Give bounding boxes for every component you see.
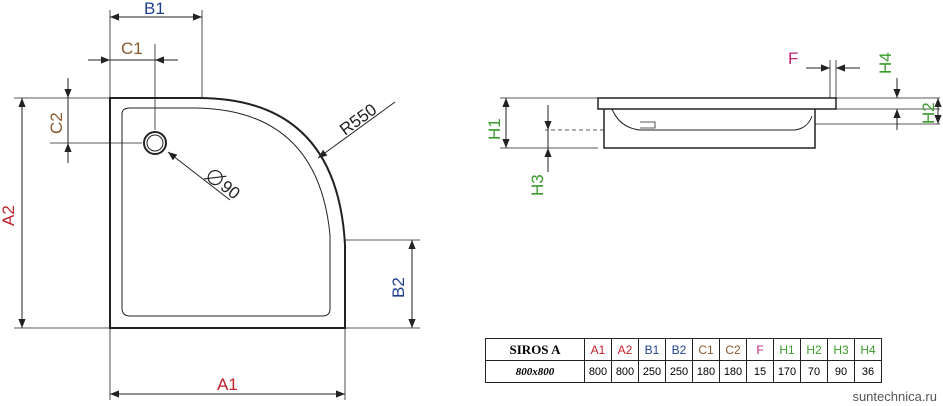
table-value-row: 800x800 800 800 250 250 180 180 15 170 7…: [485, 360, 882, 383]
tray-plan-view: [14, 10, 420, 400]
label-h1: H1: [485, 118, 504, 140]
watermark: suntechnica.ru: [852, 389, 937, 404]
label-a1: A1: [217, 375, 238, 394]
dim-radius-leader: [317, 101, 396, 159]
value-h4: 36: [854, 360, 882, 383]
label-c1: C1: [121, 39, 143, 58]
label-b2: B2: [389, 277, 408, 298]
label-h4: H4: [876, 52, 895, 74]
value-a2: 800: [611, 360, 639, 383]
header-c1: C1: [692, 338, 720, 361]
header-a1: A1: [584, 338, 612, 361]
value-h2: 70: [800, 360, 828, 383]
model-size: 800x800: [485, 360, 585, 383]
value-h3: 90: [827, 360, 855, 383]
tray-inner-basin: [121, 107, 331, 317]
value-b1: 250: [638, 360, 666, 383]
header-h3: H3: [827, 338, 855, 361]
header-h4: H4: [854, 338, 882, 361]
tray-body: [603, 109, 816, 149]
label-b1: B1: [144, 0, 165, 18]
header-a2: A2: [611, 338, 639, 361]
dim-diameter-leader: [167, 151, 231, 201]
header-b1: B1: [638, 338, 666, 361]
table-header-row: SIROS A A1 A2 B1 B2 C1 C2 F H1 H2 H3 H4: [485, 338, 882, 361]
value-b2: 250: [665, 360, 693, 383]
value-h1: 170: [773, 360, 801, 383]
drain-hole: [143, 131, 167, 155]
label-f: F: [788, 49, 798, 68]
value-f: 15: [746, 360, 774, 383]
header-h2: H2: [800, 338, 828, 361]
value-a1: 800: [584, 360, 612, 383]
header-c2: C2: [719, 338, 747, 361]
label-h2: H2: [919, 102, 938, 124]
header-f: F: [746, 338, 774, 361]
header-b2: B2: [665, 338, 693, 361]
model-name: SIROS A: [485, 338, 585, 361]
label-diameter: 90: [203, 169, 244, 203]
value-c2: 180: [719, 360, 747, 383]
value-c1: 180: [692, 360, 720, 383]
label-c2: C2: [47, 112, 66, 134]
header-h1: H1: [773, 338, 801, 361]
diameter-symbol-icon: [207, 169, 223, 186]
label-radius: R550: [336, 100, 380, 139]
label-h3: H3: [528, 174, 547, 196]
tray-rim: [597, 97, 837, 110]
tray-outline: [109, 97, 346, 329]
dimensions-table: SIROS A A1 A2 B1 B2 C1 C2 F H1 H2 H3 H4 …: [485, 338, 882, 383]
label-a2: A2: [0, 205, 18, 226]
tray-side-view: [500, 60, 942, 172]
